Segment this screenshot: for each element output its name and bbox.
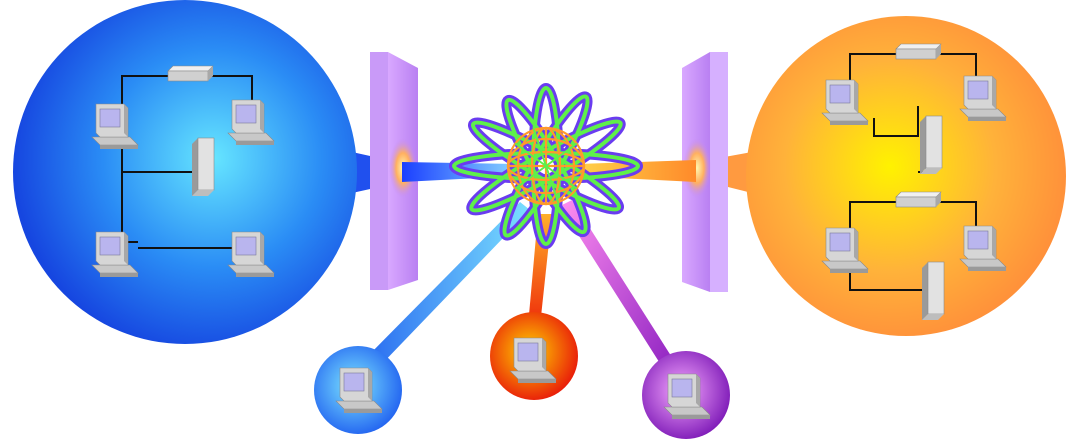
network-cabling (849, 53, 977, 291)
network-left (13, 0, 402, 344)
switch-icon (895, 43, 942, 60)
switch-icon (895, 191, 942, 208)
internet-globe-icon (449, 83, 643, 249)
remote-user-purple (642, 351, 730, 439)
server-icon (191, 137, 215, 197)
switch-icon (167, 65, 214, 82)
network-right (708, 16, 1066, 336)
remote-user-red (490, 312, 578, 400)
server-icon (919, 115, 943, 175)
remote-user-blue (314, 346, 402, 434)
server-icon (921, 261, 945, 321)
